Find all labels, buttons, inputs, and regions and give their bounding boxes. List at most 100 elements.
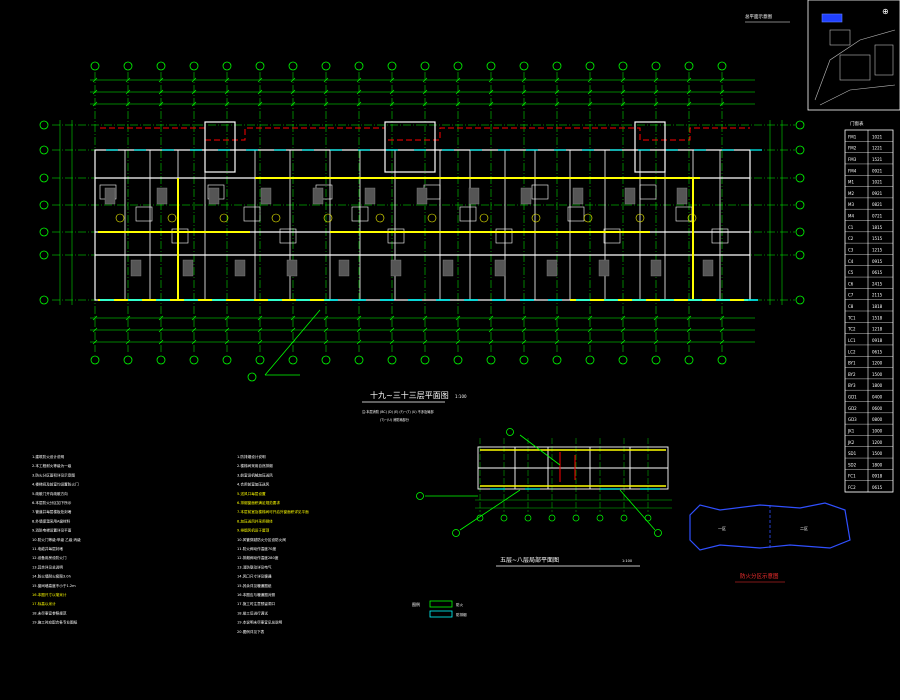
note-line: 12.排烟阀动作温度280度: [237, 555, 279, 560]
schedule-cell-code: GD3: [848, 417, 857, 422]
note-line: 19.施工时应配合各专业图纸: [32, 620, 78, 625]
schedule-cell-code: LC2: [848, 349, 856, 354]
grid-bubble: [321, 61, 331, 71]
schedule-cell-size: 1000: [872, 428, 883, 433]
schedule-cell-code: C2: [848, 236, 854, 241]
schedule-cell-size: 1021: [872, 134, 883, 139]
furniture-block: [676, 187, 688, 205]
note-line: 18.竣工后进行调试: [237, 610, 268, 615]
schedule-cell-size: 1200: [872, 440, 883, 445]
schedule-cell-code: FM1: [848, 134, 857, 139]
schedule-cell-code: TC1: [847, 315, 856, 320]
note-line: 19.本说明未尽事宜见总说明: [237, 620, 283, 625]
note-line: 11.防火阀动作温度70度: [237, 546, 276, 551]
door-swing: [635, 213, 645, 223]
legend-marker: 图例: [412, 601, 420, 607]
grid-bubble: [354, 355, 364, 365]
schedule-cell-code: SD1: [848, 451, 857, 456]
room-partitions: [99, 150, 729, 300]
door-swing: [427, 213, 437, 223]
note-line: 9.消防电梯设置详见平面: [32, 528, 72, 533]
grid-bubble: [524, 514, 532, 522]
main-floor-plan: 十九~三十三层平面图 1:100 注:本层消防 (BC) (D) (E) (F)…: [39, 61, 805, 422]
key-plan-label: 总平面示意图: [745, 13, 772, 20]
grid-bubble: [620, 514, 628, 522]
schedule-cell-code: C4: [848, 259, 854, 264]
furniture-block: [130, 259, 142, 277]
door-swing: [323, 213, 333, 223]
schedule-cell-size: 1215: [872, 247, 883, 252]
schedule-cell-code: BY3: [848, 383, 856, 388]
furniture-block: [156, 187, 168, 205]
furniture-block: [702, 259, 714, 277]
grid-bubble: [795, 173, 805, 183]
schedule-cell-size: 1800: [872, 462, 883, 467]
note-line: 10.风管穿越防火分区设防火阀: [237, 537, 286, 542]
note-line: 4.楼梯间及前室均设置防火门: [32, 482, 79, 487]
furniture-block: [234, 259, 246, 277]
grid-bubble: [519, 355, 529, 365]
grid-bubble: [222, 61, 232, 71]
room-box: [531, 184, 549, 200]
schedule-cell-code: C6: [848, 281, 854, 286]
grid-axis-top: [90, 61, 727, 71]
note-line: 14.防火墙耐火极限3.0h: [32, 574, 71, 579]
notes-left-column: 1.建筑防火设计说明2.本工程耐火等级为一级3.防火分区面积详见示意图4.楼梯间…: [32, 454, 81, 625]
note-line: 6.排烟窗面积满足规范要求: [237, 500, 280, 505]
grid-bubble: [795, 295, 805, 305]
fire-zone-label: 防火分区示意图: [740, 572, 779, 580]
room-box: [135, 206, 153, 222]
grid-bubble: [321, 355, 331, 365]
note-line: 16.本图尺寸以毫米计: [32, 592, 67, 597]
leader-lines: [247, 309, 321, 382]
schedule-cell-size: 0615: [872, 349, 883, 354]
legend-label-a: 防火: [456, 602, 464, 607]
fire-zone-diagram: 一区 二区 防火分区示意图: [689, 502, 851, 583]
corridor-highlight: [98, 177, 748, 301]
furniture-block: [260, 187, 272, 205]
note-line: 6.本层防火分区如下所示: [32, 500, 72, 505]
furniture-block: [104, 187, 116, 205]
note-line: 5.疏散门开向疏散方向: [32, 491, 68, 496]
furniture-block: [286, 259, 298, 277]
grid-bubble: [684, 61, 694, 71]
grid-bubble: [420, 355, 430, 365]
note-line: 15.窗间墙高度不小于1.2m: [32, 583, 76, 588]
schedule-cell-size: 0918: [872, 474, 883, 479]
furniture-block: [520, 187, 532, 205]
furniture-block: [208, 187, 220, 205]
grid-bubble: [255, 61, 265, 71]
note-line: 13.其余详见总说明: [32, 564, 63, 569]
schedule-cell-code: BY2: [848, 372, 856, 377]
schedule-cell-code: M4: [848, 214, 854, 219]
schedule-cell-code: FC2: [848, 485, 856, 490]
door-swing: [167, 213, 177, 223]
note-line: 20.图例详见下表: [237, 629, 265, 634]
schedule-cell-size: 1818: [872, 304, 883, 309]
grid-bubble: [156, 61, 166, 71]
schedule-cell-code: FM3: [848, 157, 857, 162]
note-line: 2.楼梯间采用自然排烟: [237, 463, 273, 468]
furniture-block: [364, 187, 376, 205]
schedule-cell-size: 1021: [872, 180, 883, 185]
door-swing: [531, 213, 541, 223]
grid-bubble: [123, 61, 133, 71]
grid-bubble: [548, 514, 556, 522]
schedule-cell-code: BY1: [848, 361, 856, 366]
note-line: 15.其余详见暖通图纸: [237, 583, 272, 588]
note-line: 3.前室设机械加压送风: [237, 472, 273, 477]
grid-bubble: [585, 61, 595, 71]
schedule-cell-code: C7: [848, 293, 854, 298]
door-swing: [115, 213, 125, 223]
furniture-block: [650, 259, 662, 277]
note-line: 8.加压送风井采用砌体: [237, 518, 273, 523]
grid-bubble: [222, 355, 232, 365]
note-line: 17.标高以米计: [32, 601, 56, 606]
grid-bubble: [618, 61, 628, 71]
furniture-block: [182, 259, 194, 277]
note-line: 2.本工程耐火等级为一级: [32, 463, 72, 468]
fire-zone-line: [100, 127, 750, 141]
schedule-cell-size: 0921: [872, 168, 883, 173]
legend: 图例 防火 防排烟: [412, 600, 467, 618]
